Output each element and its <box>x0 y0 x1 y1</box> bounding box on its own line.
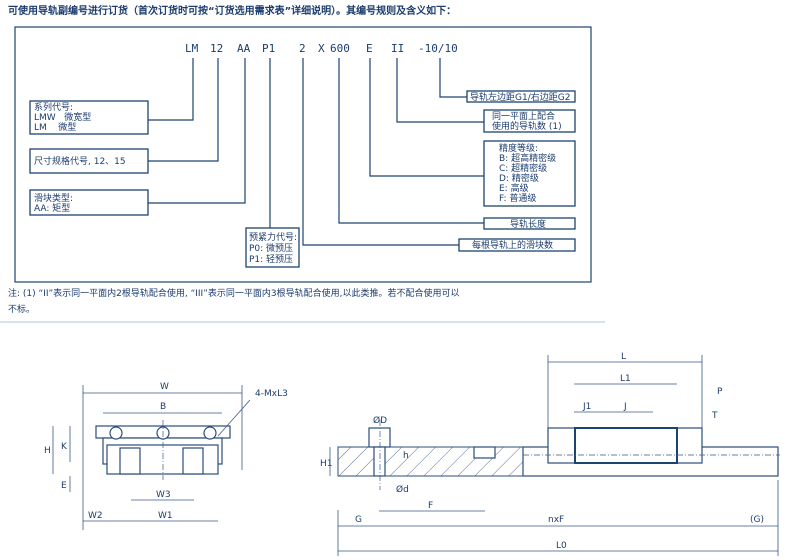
preload-box <box>245 227 300 268</box>
series-title: 系列代号: <box>34 101 73 113</box>
dim-w3: W3 <box>156 490 171 500</box>
dim-p: P <box>717 387 723 397</box>
dim-b: B <box>160 402 166 412</box>
dim-l: L <box>621 352 626 362</box>
preload-p1: P1: 轻预压 <box>249 253 293 265</box>
code-precision: E <box>366 42 373 55</box>
series-box <box>29 100 149 135</box>
dim-g-end: (G) <box>750 515 764 525</box>
dim-h-depth: h <box>403 451 409 461</box>
precision-f: F: 普通级 <box>499 192 536 204</box>
margin-box <box>466 90 576 103</box>
code-series: LM <box>185 42 199 55</box>
preload-title: 预紧力代号: <box>249 231 297 243</box>
dim-j: J <box>623 402 627 412</box>
block-type-title: 滑块类型: <box>34 192 73 204</box>
dim-h: H <box>44 446 51 456</box>
rails-box <box>483 109 576 133</box>
series-lm: LM 微型 <box>34 121 76 133</box>
precision-e: E: 高级 <box>499 182 529 194</box>
code-block-type: AA <box>237 42 251 55</box>
dim-screw: 4-MxL3 <box>255 389 288 399</box>
precision-title: 精度等级: <box>499 142 538 154</box>
dim-l1: L1 <box>620 374 631 384</box>
note-line-2: 不标。 <box>8 303 35 315</box>
code-length: 600 <box>330 42 350 55</box>
intro-text: 可使用导轨副编号进行订货（首次订货时可按“订货选用需求表”详细说明）。其编号规则… <box>8 4 456 17</box>
dim-l0: L0 <box>556 541 567 551</box>
dim-w2: W2 <box>88 511 103 521</box>
dim-w: W <box>160 382 169 392</box>
cross-section-drawing: W B 4-MxL3 H K E W3 W2 W1 <box>44 382 288 530</box>
code-margin: -10/10 <box>418 42 458 55</box>
leader-lines <box>148 58 484 246</box>
dim-hole-d: Ød <box>396 484 409 495</box>
code-size: 12 <box>210 42 223 55</box>
code-preload: P1 <box>262 42 275 55</box>
dim-h1: H1 <box>320 459 333 469</box>
precision-c: C: 超精密级 <box>499 162 547 174</box>
length-text: 导轨长度 <box>510 218 546 230</box>
rails-text-1: 同一平面上配合 <box>492 110 555 122</box>
precision-d: D: 精密级 <box>499 172 539 184</box>
dim-t: T <box>711 411 718 421</box>
dim-nxf: nxF <box>548 515 564 525</box>
code-x: X <box>318 42 325 55</box>
model-code: LM 12 AA P1 2 X 600 E II -10/10 <box>185 42 458 55</box>
margin-text: 导轨左边距G1/右边距G2 <box>470 91 570 103</box>
dim-bore-d: ØD <box>373 415 387 426</box>
dim-g: G <box>355 515 362 525</box>
size-text: 尺寸规格代号, 12、15 <box>34 155 126 167</box>
blocks-text: 每根导轨上的滑块数 <box>472 239 553 251</box>
length-box <box>483 217 576 230</box>
precision-b: B: 超高精密级 <box>499 152 556 164</box>
dim-f: F <box>428 501 433 511</box>
dim-k: K <box>61 442 68 452</box>
side-view-drawing: L L1 J1 J P T ØD h H1 Ød F G nxF (G) L0 <box>320 352 780 556</box>
code-rails: II <box>391 42 404 55</box>
block-type-aa: AA: 矩型 <box>34 202 70 214</box>
precision-box <box>483 140 576 207</box>
preload-p0: P0: 微预压 <box>249 242 293 254</box>
size-box <box>29 148 149 174</box>
series-lmw: LMW 微宽型 <box>34 111 91 123</box>
block-type-box <box>29 189 149 216</box>
dim-w1: W1 <box>158 511 173 521</box>
blocks-box <box>458 238 576 252</box>
code-frame <box>14 26 592 283</box>
code-blocks: 2 <box>299 42 306 55</box>
rails-text-2: 使用的导轨数 (1) <box>492 120 562 132</box>
note-line-1: 注: (1) “II”表示同一平面内2根导轨配合使用, “III”表示同一平面内… <box>8 287 459 299</box>
dim-j1: J1 <box>582 402 591 412</box>
dim-e: E <box>61 481 67 491</box>
